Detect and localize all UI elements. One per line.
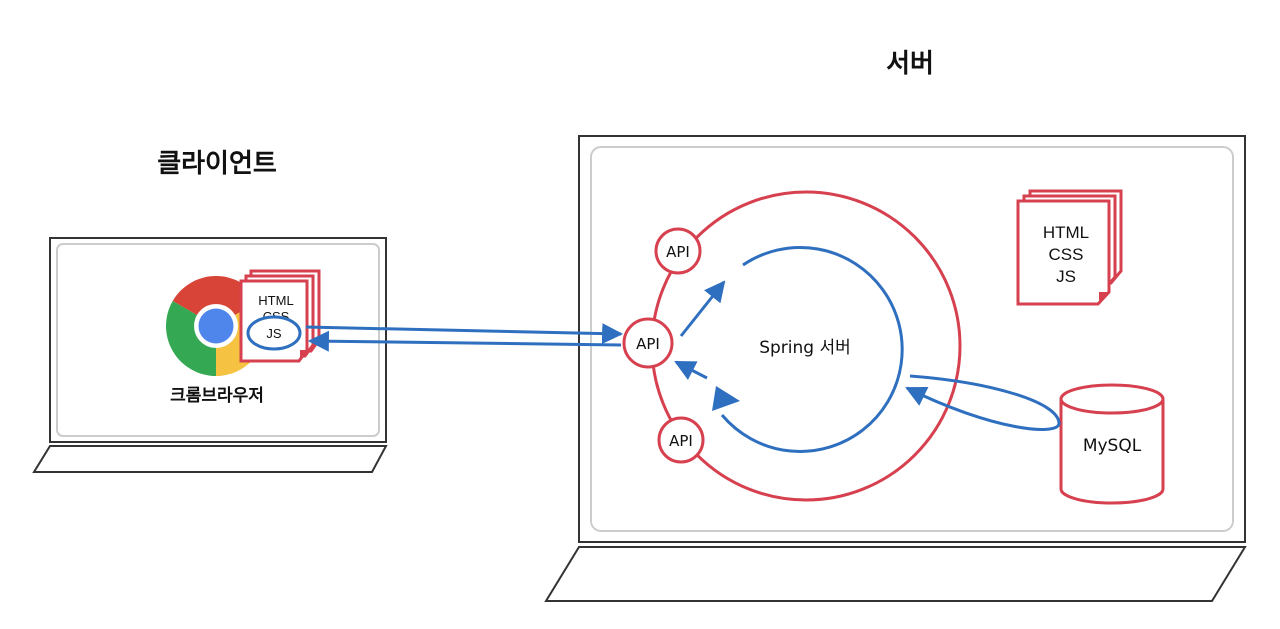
- api-node-bottom: [657, 416, 705, 464]
- client-laptop-base: [32, 445, 388, 473]
- client-file-js: JS: [266, 326, 282, 341]
- api-node-middle-label: API: [636, 335, 660, 353]
- cycle-arrowhead: [712, 386, 740, 411]
- browser-label: 크롬브라우저: [170, 386, 264, 406]
- server-laptop: [544, 135, 1247, 602]
- api-node-top: [654, 227, 702, 275]
- mysql-label: MySQL: [1083, 436, 1142, 456]
- client-title: 클라이언트: [157, 149, 277, 179]
- spring-inner-cycle: [720, 245, 904, 453]
- server-file-css: CSS: [1049, 245, 1084, 264]
- api-node-top-label: API: [666, 243, 690, 261]
- response-arrow: [307, 330, 622, 352]
- request-arrow: [305, 323, 624, 345]
- api-node-middle: [622, 317, 674, 369]
- server-title: 서버: [886, 49, 934, 79]
- client-file-html: HTML: [258, 293, 293, 308]
- spring-server-label: Spring 서버: [759, 338, 851, 358]
- server-file-js: JS: [1056, 267, 1076, 286]
- js-highlight-ellipse: [246, 315, 302, 351]
- server-file-html: HTML: [1043, 223, 1089, 242]
- api-node-bottom-label: API: [669, 432, 693, 450]
- mysql-database-icon: [1059, 383, 1165, 505]
- server-laptop-base: [544, 546, 1247, 602]
- api-to-cycle-arrow: [679, 280, 726, 337]
- cycle-to-api-arrow: [674, 360, 708, 380]
- db-connection-loop: [905, 374, 1061, 431]
- server-file-stack: [1016, 189, 1123, 306]
